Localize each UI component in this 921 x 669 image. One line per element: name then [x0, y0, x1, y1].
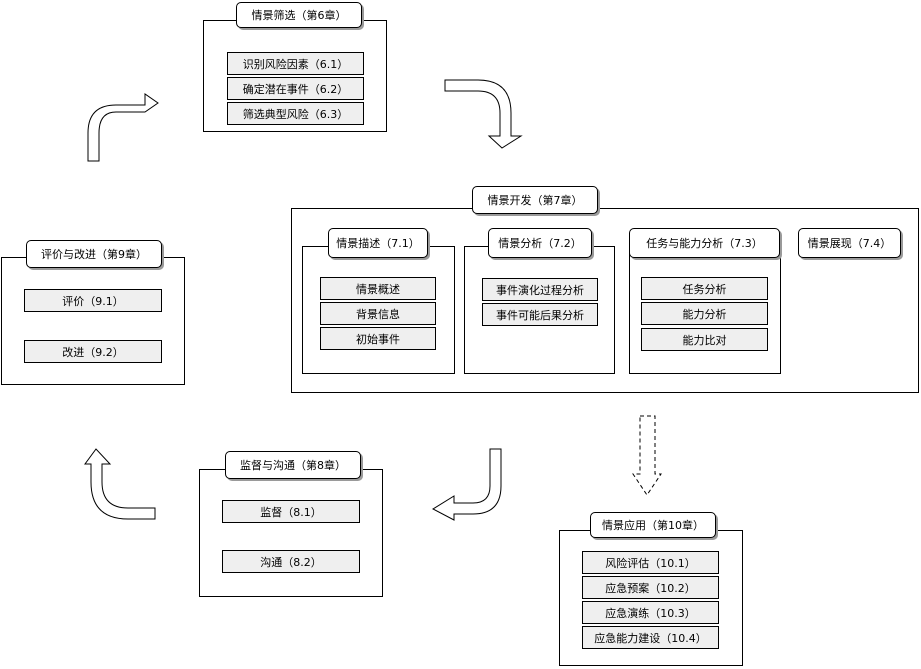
evaluation-title: 评价与改进（第9章）: [26, 240, 162, 268]
analysis-title: 情景分析（7.2）: [488, 228, 592, 258]
capability-item-1: 任务分析: [641, 277, 768, 300]
screening-item-2: 确定潜在事件（6.2）: [227, 77, 364, 100]
supervision-item-1: 监督（8.1）: [222, 500, 360, 523]
arrow-development-to-supervision: [431, 448, 502, 521]
screening-item-3: 筛选典型风险（6.3）: [227, 102, 364, 125]
screening-title: 情景筛选（第6章）: [236, 2, 362, 28]
analysis-item-2: 事件可能后果分析: [482, 303, 598, 326]
capability-item-2: 能力分析: [641, 302, 768, 325]
evaluation-item-1: 评价（9.1）: [24, 289, 162, 312]
supervision-frame: [199, 469, 383, 597]
supervision-title: 监督与沟通（第8章）: [225, 451, 361, 479]
arrow-screening-to-development: [444, 79, 523, 149]
capability-item-3: 能力比对: [641, 328, 768, 351]
description-item-2: 背景信息: [320, 302, 436, 325]
arrow-evaluation-to-screening: [87, 93, 159, 162]
description-item-3: 初始事件: [320, 327, 436, 350]
supervision-item-2: 沟通（8.2）: [222, 550, 360, 573]
arrow-supervision-to-evaluation: [84, 448, 156, 520]
screening-item-1: 识别风险因素（6.1）: [227, 52, 364, 75]
application-item-3: 应急演练（10.3）: [582, 601, 719, 624]
development-title: 情景开发（第7章）: [472, 186, 598, 214]
application-item-4: 应急能力建设（10.4）: [582, 626, 719, 649]
evaluation-frame: [1, 257, 185, 385]
analysis-item-1: 事件演化过程分析: [482, 278, 598, 301]
application-title: 情景应用（第10章）: [590, 512, 716, 538]
description-item-1: 情景概述: [320, 277, 436, 300]
application-item-1: 风险评估（10.1）: [582, 551, 719, 574]
evaluation-item-2: 改进（9.2）: [24, 340, 162, 363]
arrow-development-to-application: [632, 415, 662, 496]
capability-title: 任务与能力分析（7.3）: [629, 228, 780, 258]
application-item-2: 应急预案（10.2）: [582, 576, 719, 599]
presentation-title: 情景展现（7.4）: [798, 228, 901, 258]
description-title: 情景描述（7.1）: [328, 228, 428, 258]
